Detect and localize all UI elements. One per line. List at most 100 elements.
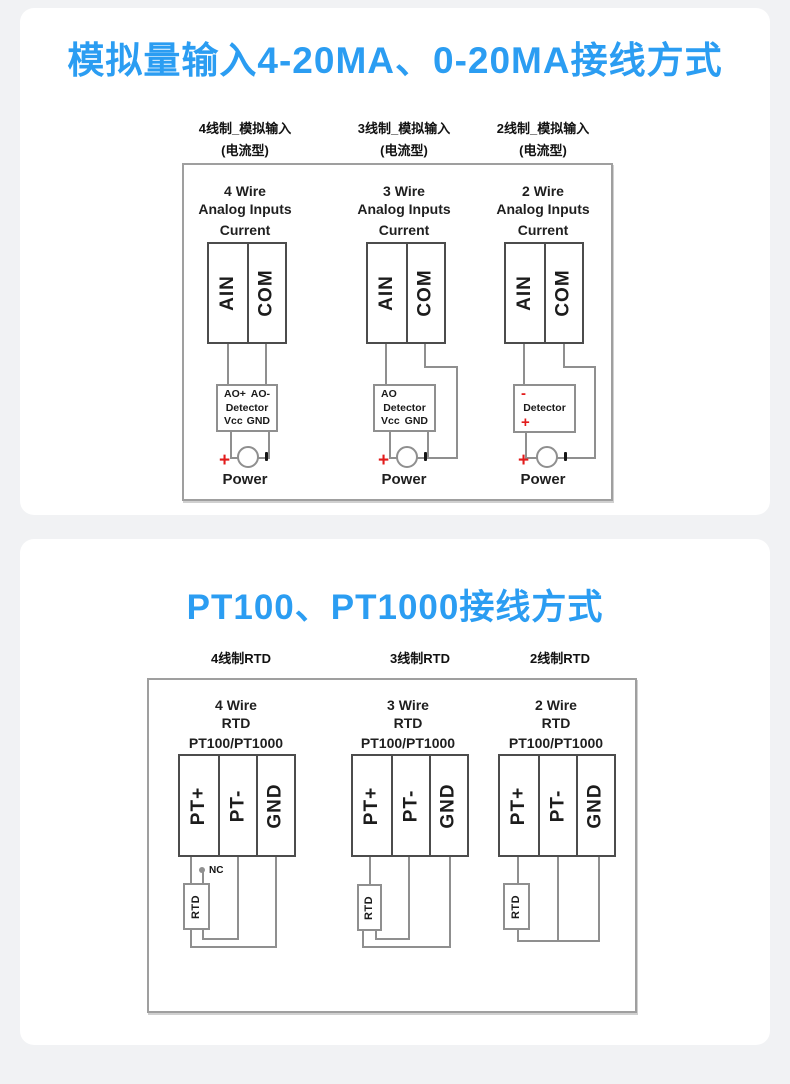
terminal-cell-com: COM	[247, 244, 285, 342]
col3-title-line3: Current	[517, 222, 569, 238]
rtd-section-card: PT100、PT1000接线方式 4线制RTD 3线制RTD 2线制RTD 4 …	[20, 539, 770, 1045]
power-minus-mark	[564, 452, 567, 461]
wire	[523, 344, 525, 384]
wire	[230, 432, 232, 458]
rtd-col2-title-line3: PT100/PT1000	[360, 735, 456, 751]
wire	[449, 857, 451, 948]
wire	[517, 930, 519, 942]
wire	[369, 857, 371, 885]
col1-title-line1: 4 Wire	[224, 183, 266, 199]
wire	[202, 871, 204, 885]
wire	[557, 857, 559, 942]
detector-minus: -	[521, 385, 526, 402]
detector-gnd: GND	[404, 415, 428, 427]
detector-name: Detector	[523, 402, 566, 414]
column2-cn-subheader: (电流型)	[380, 143, 428, 158]
terminal-cell-pt-plus: PT+	[361, 786, 382, 825]
power-plus-label: +	[378, 450, 390, 471]
wire	[389, 457, 458, 459]
rtd-col3-title-line2: RTD	[541, 715, 571, 731]
wire	[190, 930, 192, 948]
wire	[362, 931, 364, 948]
wire	[375, 931, 377, 940]
terminal-cell-pt-minus: PT-	[391, 756, 429, 855]
power-label: Power	[222, 471, 268, 488]
terminal-cell-ain: AIN	[513, 275, 535, 311]
wire	[598, 857, 600, 942]
wire	[375, 938, 410, 940]
wire	[385, 344, 387, 384]
power-source-circle	[237, 446, 259, 468]
terminal-cell-pt-minus: PT-	[538, 756, 576, 855]
terminal-cell-gnd: GND	[256, 756, 294, 855]
power-source-circle	[396, 446, 418, 468]
detector-vcc: Vcc	[381, 415, 400, 427]
detector-box-2wire: - Detector +	[513, 384, 576, 433]
wire	[563, 344, 565, 368]
analog-input-section-card: 模拟量输入4-20MA、0-20MA接线方式 4线制_模拟输入 (电流型) 3线…	[20, 8, 770, 515]
rtd-col1-cn-header: 4线制RTD	[211, 651, 271, 666]
wire	[275, 857, 277, 948]
nc-label: NC	[209, 865, 224, 876]
rtd-col1-title-line3: PT100/PT1000	[188, 735, 284, 751]
wire	[202, 930, 204, 940]
power-label: Power	[520, 471, 566, 488]
col1-title-line2: Analog Inputs	[198, 201, 292, 217]
column1-cn-subheader: (电流型)	[221, 143, 269, 158]
detector-box-3wire: AO Detector Vcc GND	[373, 384, 436, 432]
detector-ao-plus: AO+	[224, 388, 246, 400]
rtd-col3-title-line3: PT100/PT1000	[508, 735, 604, 751]
rtd-col2-title-line1: 3 Wire	[387, 697, 429, 713]
power-plus-label: +	[219, 450, 231, 471]
detector-ao: AO	[381, 388, 397, 400]
wire	[424, 344, 426, 368]
col3-terminal-block: AIN COM	[504, 242, 584, 344]
rtd-sensor-box: RTD	[183, 883, 210, 930]
wire	[594, 366, 596, 459]
col1-title-line3: Current	[219, 222, 271, 238]
power-label: Power	[381, 471, 427, 488]
wire	[190, 857, 192, 885]
terminal-cell-gnd: GND	[429, 756, 467, 855]
terminal-cell-pt-plus: PT+	[508, 786, 529, 825]
rtd-col2-cn-header: 3线制RTD	[390, 651, 450, 666]
column3-cn-header: 2线制_模拟输入	[496, 121, 590, 136]
terminal-cell-pt-minus: PT-	[218, 756, 256, 855]
detector-plus: +	[521, 414, 530, 431]
wire	[525, 457, 596, 459]
rtd-col3-terminal-block: PT+ PT- GND	[498, 754, 616, 857]
terminal-cell-com: COM	[406, 244, 444, 342]
terminal-cell-gnd: GND	[576, 756, 614, 855]
wire	[227, 344, 229, 384]
nc-dot	[199, 867, 205, 873]
power-plus-label: +	[518, 450, 530, 471]
section2-title: PT100、PT1000接线方式	[186, 588, 604, 627]
terminal-cell-com: COM	[544, 244, 582, 342]
col1-terminal-block: AIN COM	[207, 242, 287, 344]
wire	[265, 344, 267, 384]
detector-name: Detector	[383, 401, 426, 414]
col2-title-line3: Current	[378, 222, 430, 238]
detector-gnd: GND	[246, 415, 270, 427]
wire	[456, 366, 458, 459]
terminal-cell-pt-plus: PT+	[188, 786, 209, 825]
col2-terminal-block: AIN COM	[366, 242, 446, 344]
power-minus-mark	[265, 452, 268, 461]
detector-ao-minus: AO-	[250, 388, 270, 400]
wire	[427, 432, 429, 458]
col3-title-line2: Analog Inputs	[496, 201, 590, 217]
wire	[268, 432, 270, 458]
wire	[190, 946, 277, 948]
rtd-sensor-box: RTD	[503, 883, 530, 930]
rtd-col2-title-line2: RTD	[393, 715, 423, 731]
column2-cn-header: 3线制_模拟输入	[357, 121, 451, 136]
wire	[389, 432, 391, 458]
col3-title-line1: 2 Wire	[522, 183, 564, 199]
detector-vcc: Vcc	[224, 415, 243, 427]
rtd-col1-title-line2: RTD	[221, 715, 251, 731]
column1-cn-header: 4线制_模拟输入	[198, 121, 292, 136]
detector-name: Detector	[225, 401, 269, 414]
rtd-col3-cn-header: 2线制RTD	[530, 651, 590, 666]
wire	[563, 366, 596, 368]
